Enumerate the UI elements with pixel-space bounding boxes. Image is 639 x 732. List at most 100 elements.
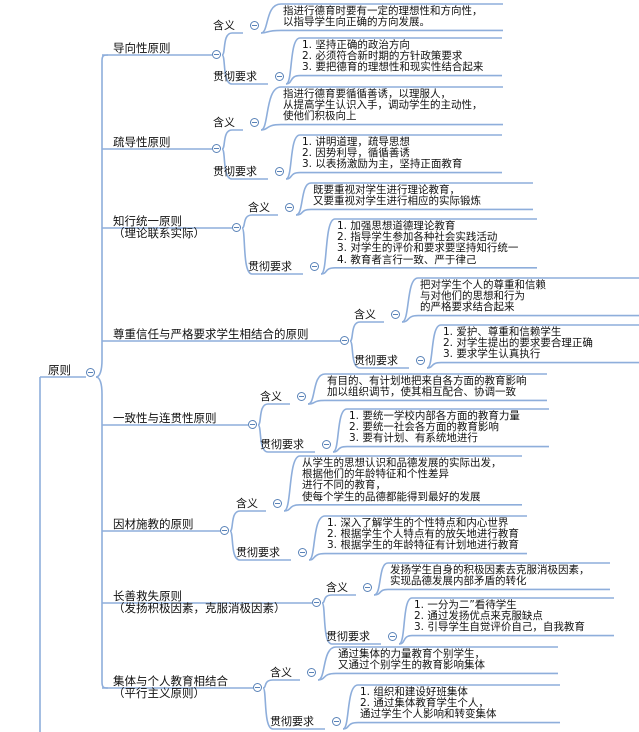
implement-connector-5 <box>257 424 315 453</box>
implement-text-8-2: 2. 通过集体教育学生个人， <box>360 697 489 710</box>
meaning-text-6-1: 从学生的思想认识和品德发展的实际出发， <box>302 457 502 469</box>
meaning-label-1: 含义 <box>213 19 235 32</box>
meaning-text-8-2: 又通过个别学生的教育影响集体 <box>338 659 485 672</box>
implement-text-underline-8 <box>342 721 560 730</box>
implement-text-2-3: 3. 以表扬激励为主，坚持正面教育 <box>302 158 463 171</box>
implement-connector-1 <box>221 54 268 85</box>
principle-5-collapse-icon[interactable] <box>248 420 257 429</box>
meaning-4-collapse-icon[interactable] <box>391 310 400 319</box>
principle-title-7-sub: （发扬积极因素，克服消极因素） <box>113 601 286 615</box>
implement-3-collapse-icon[interactable] <box>310 262 319 271</box>
implement-text-underline-4 <box>426 361 639 369</box>
principle-8-collapse-icon[interactable] <box>253 683 262 692</box>
implement-label-7: 贯彻要求 <box>326 630 370 643</box>
implement-text-1-2: 2. 必须符合新时期的方针政策要求 <box>302 50 463 63</box>
meaning-text-3-2: 又要重视对学生进行相应的实际锻炼 <box>313 195 481 208</box>
implement-label-3: 贯彻要求 <box>248 260 292 273</box>
meaning-text-3-1: 既要重视对学生进行理论教育， <box>313 184 460 196</box>
implement-text-underline-2 <box>285 171 502 180</box>
implement-text-4-2: 2. 对学生提出的要求要合理正确 <box>443 337 593 350</box>
meaning-connector-6 <box>229 510 266 532</box>
implement-2-collapse-icon[interactable] <box>275 167 284 176</box>
implement-1-collapse-icon[interactable] <box>275 72 284 81</box>
meaning-label-3: 含义 <box>248 201 270 214</box>
root-node-label: 原则 <box>48 363 71 377</box>
meaning-text-underline-8 <box>317 672 558 681</box>
implement-text-underline-6 <box>308 552 527 561</box>
implement-text-1-1: 1. 坚持正确的政治方向 <box>302 39 410 51</box>
meaning-5-collapse-icon[interactable] <box>297 392 306 401</box>
implement-connector-8 <box>262 687 325 730</box>
implement-6-collapse-icon[interactable] <box>298 548 307 557</box>
implement-text-2-2: 2. 因势利导，循循善诱 <box>302 147 410 160</box>
implement-text-overline-4 <box>426 324 639 369</box>
meaning-text-overline-1 <box>260 3 503 34</box>
meaning-text-overline-8 <box>317 646 558 681</box>
implement-text-5-2: 2. 要统一社会各方面的教育影响 <box>349 421 499 434</box>
meaning-text-5-1: 有目的、有计划地把来自各方面的教育影响 <box>327 375 527 387</box>
implement-connector-7 <box>321 602 381 645</box>
meaning-2-collapse-icon[interactable] <box>250 118 259 127</box>
meaning-connector-5 <box>257 403 290 426</box>
implement-text-overline-3 <box>320 218 537 275</box>
implement-label-1: 贯彻要求 <box>213 70 257 83</box>
implement-text-3-3: 3. 对学生的评价和要求要坚持知行统一 <box>337 242 519 255</box>
meaning-1-collapse-icon[interactable] <box>250 21 259 30</box>
meaning-label-4: 含义 <box>354 308 376 321</box>
meaning-text-underline-1 <box>260 29 503 34</box>
meaning-connector-1 <box>221 32 243 56</box>
meaning-text-4-1: 把对学生个人的尊重和信赖 <box>420 279 546 291</box>
principle-title-1: 导向性原则 <box>113 41 171 55</box>
implement-text-underline-5 <box>332 445 549 453</box>
implement-text-3-1: 1. 加强思想道德理论教育 <box>337 220 456 232</box>
meaning-text-2-2: 从提高学生认识入手，调动学生的主动性， <box>283 99 483 112</box>
principle-7-collapse-icon[interactable] <box>312 598 321 607</box>
principle-title-6: 因材施教的原则 <box>113 517 194 531</box>
meaning-3-collapse-icon[interactable] <box>285 203 294 212</box>
meaning-text-4-2: 与对他们的思想和行为 <box>420 290 525 303</box>
implement-7-collapse-icon[interactable] <box>388 632 397 641</box>
meaning-text-underline-5 <box>307 399 547 405</box>
implement-text-3-2: 2. 指导学生参加各种社会实践活动 <box>337 231 498 244</box>
principle-3-collapse-icon[interactable] <box>232 223 241 232</box>
implement-text-5-1: 1. 要统一学校内部各方面的教育力量 <box>349 410 520 422</box>
meaning-connector-2 <box>221 129 243 150</box>
principle-6-collapse-icon[interactable] <box>220 526 229 535</box>
meaning-label-7: 含义 <box>326 581 348 594</box>
meaning-text-6-3: 进行不同的教育， <box>302 479 386 492</box>
meaning-7-collapse-icon[interactable] <box>363 583 372 592</box>
implement-text-6-2: 2. 根据学生个人特点有的放矢地进行教育 <box>327 528 519 541</box>
implement-4-collapse-icon[interactable] <box>416 356 425 365</box>
meaning-label-5: 含义 <box>260 390 282 403</box>
implement-text-underline-7 <box>398 634 614 645</box>
meaning-text-6-4: 使每个学生的品德都能得到最好的发展 <box>302 490 481 503</box>
implement-connector-6 <box>229 530 291 561</box>
implement-label-4: 贯彻要求 <box>354 354 398 367</box>
principle-1-collapse-icon[interactable] <box>212 50 221 59</box>
principle-4-collapse-icon[interactable] <box>340 336 349 345</box>
root-collapse-icon[interactable] <box>86 368 95 377</box>
meaning-text-overline-6 <box>283 455 522 512</box>
meaning-label-6: 含义 <box>236 497 258 510</box>
meaning-text-2-1: 指进行德育要循循善诱，以理服人， <box>283 88 451 100</box>
principle-2-collapse-icon[interactable] <box>212 144 221 153</box>
meaning-text-5-2: 加以组织调节，使其相互配合、协调一致 <box>327 386 516 399</box>
implement-8-collapse-icon[interactable] <box>332 717 341 726</box>
meaning-6-collapse-icon[interactable] <box>273 499 282 508</box>
meaning-8-collapse-icon[interactable] <box>307 668 316 677</box>
meaning-text-4-3: 的严格要求结合起来 <box>420 301 515 314</box>
meaning-text-overline-3 <box>295 182 533 216</box>
implement-text-1-3: 3. 要把德育的理想性和现实性结合起来 <box>302 61 484 74</box>
implement-text-underline-1 <box>285 74 502 85</box>
meaning-text-underline-7 <box>373 588 610 596</box>
implement-text-overline-6 <box>308 515 527 561</box>
implement-text-2-1: 1. 讲明道理，疏导思想 <box>302 136 410 148</box>
implement-text-7-2: 2. 通过发扬优点来克服缺点 <box>414 610 543 623</box>
implement-5-collapse-icon[interactable] <box>322 440 331 449</box>
meaning-text-underline-4 <box>401 314 639 323</box>
principle-title-8: 集体与个人教育相结合 <box>113 674 228 688</box>
meaning-text-overline-2 <box>260 86 503 131</box>
implement-text-overline-7 <box>398 597 614 645</box>
